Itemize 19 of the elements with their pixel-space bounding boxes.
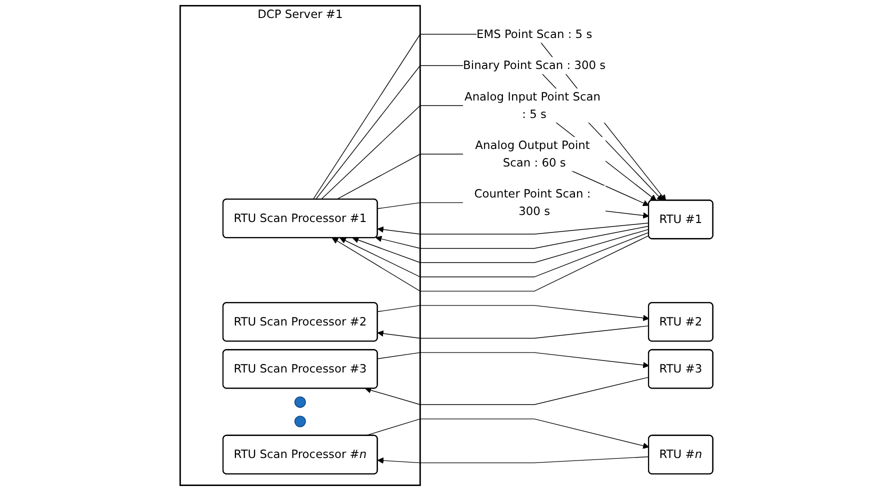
arrow: [320, 105, 657, 201]
edge-label: Analog Output Point Scan : 60 s: [475, 138, 590, 170]
arrow: [352, 228, 650, 263]
arrow: [365, 376, 650, 405]
edge-label: Analog Input Point Scan : 5 s: [464, 90, 601, 121]
node-circle: [294, 416, 306, 428]
arrow: [377, 456, 650, 464]
arrow: [340, 232, 650, 278]
arrow: [315, 65, 663, 201]
node-circle: [294, 396, 306, 408]
arrow: [377, 352, 650, 368]
edge-label: Counter Point Scan : 300 s: [474, 186, 591, 218]
arrow: [377, 222, 650, 234]
edge-label: Binary Point Scan : 300 s: [463, 58, 606, 72]
arrow: [377, 305, 650, 322]
edge-label: EMS Point Scan : 5 s: [476, 27, 592, 41]
arrow: [332, 235, 650, 292]
arrow: [376, 226, 650, 249]
arrow: [377, 325, 650, 339]
